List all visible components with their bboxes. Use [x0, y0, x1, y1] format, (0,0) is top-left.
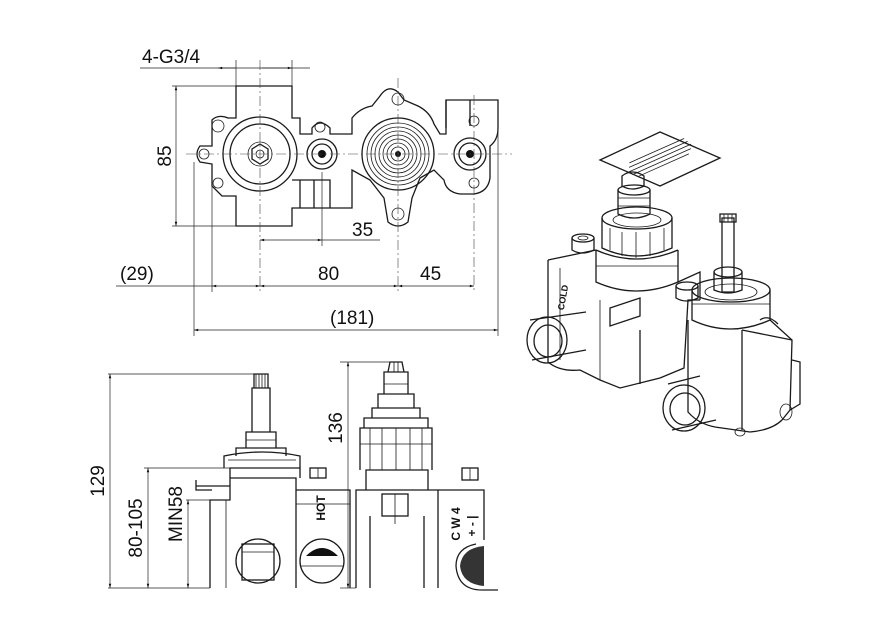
cold-body-label: COLD	[556, 284, 570, 311]
stem-height-dimension-label: 136	[326, 412, 347, 444]
left-offset-dimension-label: (29)	[120, 264, 154, 285]
depth-range-dimension-label: 80-105	[126, 498, 147, 557]
offset-dimension-label: 35	[352, 220, 373, 241]
total-height-dimension-label: 129	[88, 465, 109, 497]
cold-marking-label: C W 4	[449, 507, 463, 541]
instruction-tag-graphic	[598, 131, 722, 187]
right-spacing-dimension-label: 45	[420, 264, 441, 285]
front-view: HOT C W 4 + - | 129 80-105 MIN58 136	[88, 361, 498, 591]
cold-marking-symbols: + - |	[465, 515, 479, 536]
hot-label: HOT	[314, 495, 328, 521]
top-view: 4-G3/4 85 35 (29) 80 45 (181)	[116, 47, 512, 336]
height-dimension-label: 85	[155, 145, 176, 166]
center-spacing-dimension-label: 80	[318, 264, 339, 285]
thread-size-label: 4-G3/4	[142, 47, 201, 68]
overall-width-dimension-label: (181)	[330, 308, 374, 329]
isometric-view: COLD	[526, 131, 801, 437]
min-depth-dimension-label: MIN58	[166, 486, 187, 542]
